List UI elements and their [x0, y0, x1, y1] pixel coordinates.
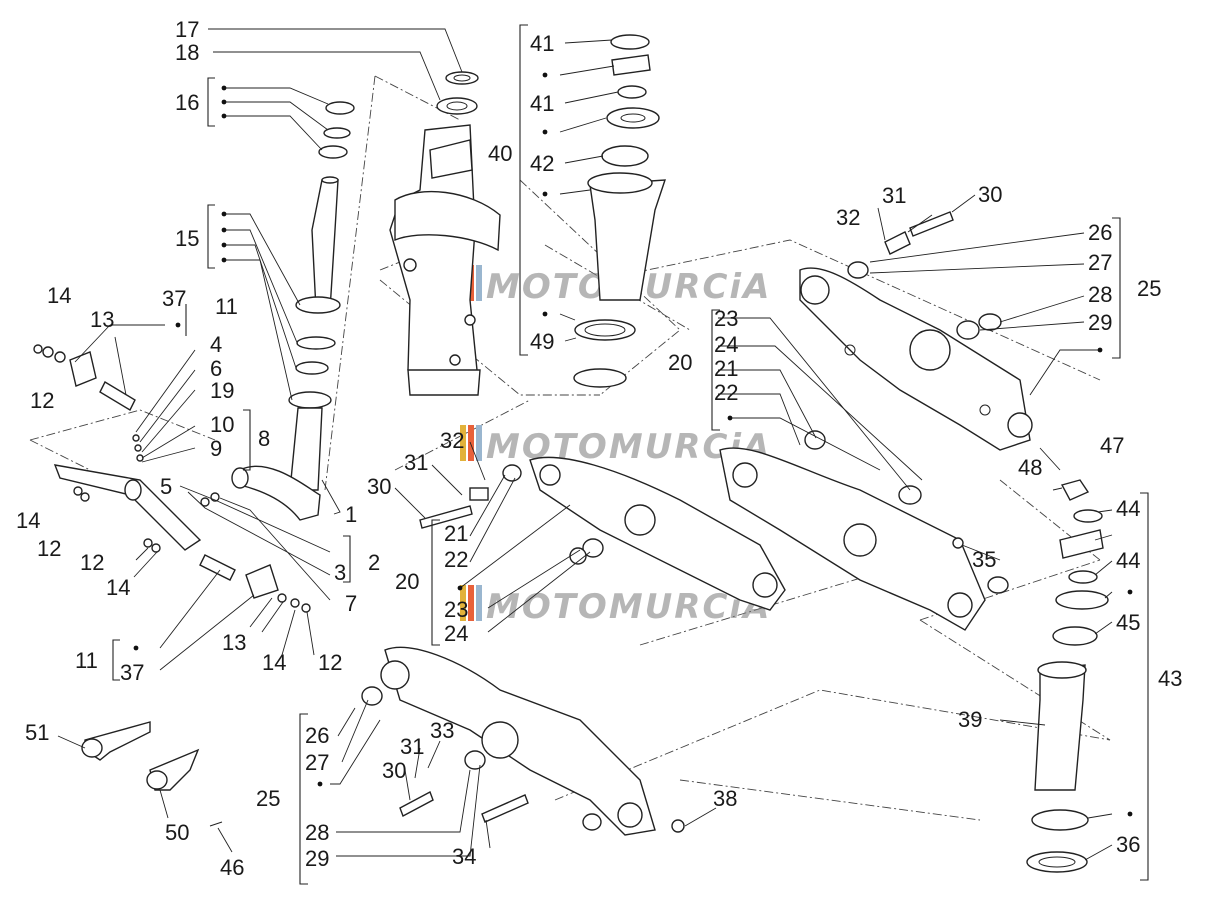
label-46: 46 [220, 855, 244, 880]
label-33: 33 [430, 718, 454, 743]
label-22: 22 [714, 380, 738, 405]
grouping-brackets [112, 24, 1149, 885]
label-39: 39 [958, 707, 982, 732]
quick-release-clamps [81, 721, 223, 827]
label-37: 37 [120, 660, 144, 685]
label-12: 12 [80, 550, 104, 575]
label-37: 37 [162, 286, 186, 311]
label-14: 14 [16, 508, 40, 533]
label-13: 13 [90, 307, 114, 332]
label-40: 40 [488, 141, 512, 166]
part-number-labels: 17 18 16 15 14 13 37 11 12 4 6 19 10 8 9… [16, 17, 1182, 880]
label-15: 15 [175, 226, 199, 251]
label-21: 21 [444, 521, 468, 546]
label-35: 35 [972, 547, 996, 572]
swing-arm-lower [361, 646, 685, 836]
steering-column-right [952, 479, 1109, 873]
label-28: 28 [1088, 282, 1112, 307]
label-32: 32 [440, 428, 464, 453]
label-29: 29 [305, 846, 329, 871]
label-32: 32 [836, 205, 860, 230]
swing-arm-middle-upper [719, 430, 1009, 631]
frame [389, 124, 501, 396]
swing-arm-middle-lower [419, 456, 786, 611]
label-26: 26 [305, 723, 329, 748]
label-49: 49 [530, 329, 554, 354]
label-22: 22 [444, 547, 468, 572]
label-30: 30 [367, 474, 391, 499]
label-11: 11 [215, 294, 238, 319]
label-17: 17 [175, 17, 199, 42]
label-9: 9 [210, 436, 222, 461]
label-14: 14 [262, 650, 286, 675]
label-45: 45 [1116, 610, 1140, 635]
label-23: 23 [444, 597, 468, 622]
label-12: 12 [37, 536, 61, 561]
label-34: 34 [452, 844, 476, 869]
label-14: 14 [47, 283, 71, 308]
label-31: 31 [404, 450, 428, 475]
label-38: 38 [713, 786, 737, 811]
label-24: 24 [444, 621, 468, 646]
label-10: 10 [210, 412, 234, 437]
label-27: 27 [305, 750, 329, 775]
label-20: 20 [668, 350, 692, 375]
label-26: 26 [1088, 220, 1112, 245]
label-27: 27 [1088, 250, 1112, 275]
label-12: 12 [318, 650, 342, 675]
label-12: 12 [30, 388, 54, 413]
label-30: 30 [382, 758, 406, 783]
bearing-stack-upper [573, 34, 666, 388]
label-5: 5 [160, 474, 172, 499]
label-41: 41 [530, 31, 554, 56]
label-16: 16 [175, 90, 199, 115]
label-18: 18 [175, 40, 199, 65]
label-36: 36 [1116, 832, 1140, 857]
label-31: 31 [400, 734, 424, 759]
leader-lines [57, 28, 1113, 861]
label-4: 4 [210, 332, 222, 357]
callout-dots [133, 72, 1133, 817]
label-44: 44 [1116, 548, 1140, 573]
label-44: 44 [1116, 496, 1140, 521]
label-51: 51 [25, 720, 49, 745]
label-21: 21 [714, 356, 738, 381]
label-3: 3 [334, 560, 346, 585]
watermark-text: MOTOMURCiA [486, 587, 771, 627]
watermark-3: MOTOMURCiA [460, 585, 771, 627]
label-7: 7 [345, 591, 357, 616]
left-linkage [33, 344, 311, 613]
label-25: 25 [256, 786, 280, 811]
label-31: 31 [882, 183, 906, 208]
label-20: 20 [395, 569, 419, 594]
label-23: 23 [714, 306, 738, 331]
label-19: 19 [210, 378, 234, 403]
label-48: 48 [1018, 455, 1042, 480]
steering-column [231, 71, 479, 521]
label-47: 47 [1100, 433, 1124, 458]
swing-arm-upper [799, 211, 1033, 451]
label-28: 28 [305, 820, 329, 845]
label-13: 13 [222, 630, 246, 655]
label-41: 41 [530, 91, 554, 116]
label-30: 30 [978, 182, 1002, 207]
label-29: 29 [1088, 310, 1112, 335]
label-1: 1 [345, 502, 357, 527]
label-25: 25 [1137, 276, 1161, 301]
label-42: 42 [530, 151, 554, 176]
label-11: 11 [75, 648, 98, 673]
label-6: 6 [210, 356, 222, 381]
label-2: 2 [368, 550, 380, 575]
label-43: 43 [1158, 666, 1182, 691]
label-14: 14 [106, 575, 130, 600]
label-24: 24 [714, 332, 738, 357]
label-8: 8 [258, 426, 270, 451]
label-50: 50 [165, 820, 189, 845]
